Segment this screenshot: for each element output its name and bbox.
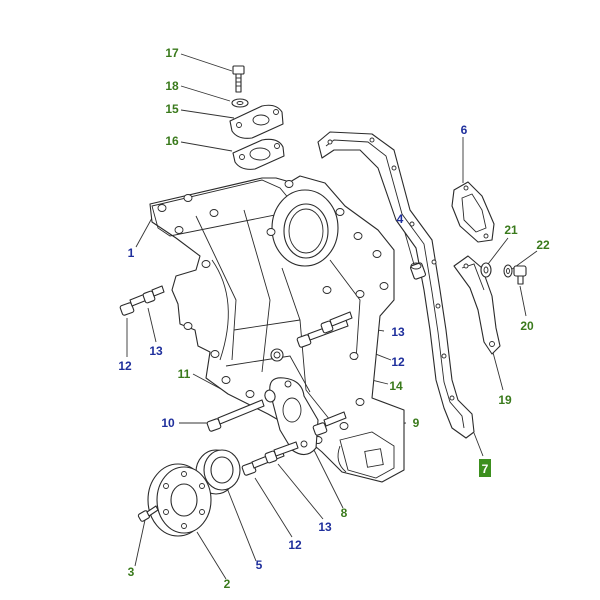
bolt-13-left [142,285,165,304]
callout-7: 7 [482,462,489,476]
callout-10: 10 [161,416,175,430]
bolt-17 [232,65,245,93]
bolt-13-right [320,311,353,334]
callout-20: 20 [520,319,534,333]
callout-9: 9 [413,416,420,430]
callout-13-right: 13 [391,325,405,339]
pump-housing-8 [269,377,319,456]
callout-2: 2 [224,577,231,591]
washer-18 [231,98,249,108]
bolt-20 [513,265,527,285]
callout-12-lower: 12 [288,538,302,552]
callout-14: 14 [389,379,403,393]
callout-4: 4 [397,212,404,226]
callout-3: 3 [128,565,135,579]
bolt-10 [206,399,265,432]
washer-22 [503,264,513,278]
bracket-19 [453,255,501,355]
bolt-9 [312,411,347,436]
callout-labels: 1 2 3 4 5 6 7 8 9 10 11 12 12 12 13 13 1… [118,46,550,591]
bolt-13-lower [264,441,299,464]
callout-17: 17 [165,46,179,60]
callout-8: 8 [341,506,348,520]
callout-5: 5 [256,558,263,572]
plate-2 [147,463,212,537]
washer-11 [264,389,276,403]
callout-19: 19 [498,393,512,407]
callout-11: 11 [178,367,191,381]
dowel-4 [409,262,427,280]
callout-1: 1 [128,246,135,260]
spacer-21 [480,262,492,278]
callout-18: 18 [165,79,179,93]
screw-3 [137,505,159,522]
timing-cover-1 [149,175,405,483]
callout-12-right: 12 [391,355,405,369]
callout-13-left: 13 [149,344,163,358]
callout-21: 21 [504,223,518,237]
callout-12-left: 12 [118,359,132,373]
callout-13-lower: 13 [318,520,332,534]
callout-6: 6 [461,123,468,137]
gasket-7 [317,131,475,439]
callout-badge-7 [479,459,491,477]
callout-15: 15 [165,102,179,116]
callout-22: 22 [536,238,550,252]
plate-15 [229,104,284,139]
callout-16: 16 [165,134,179,148]
gasket-6 [451,181,495,243]
gasket-16 [232,138,285,170]
